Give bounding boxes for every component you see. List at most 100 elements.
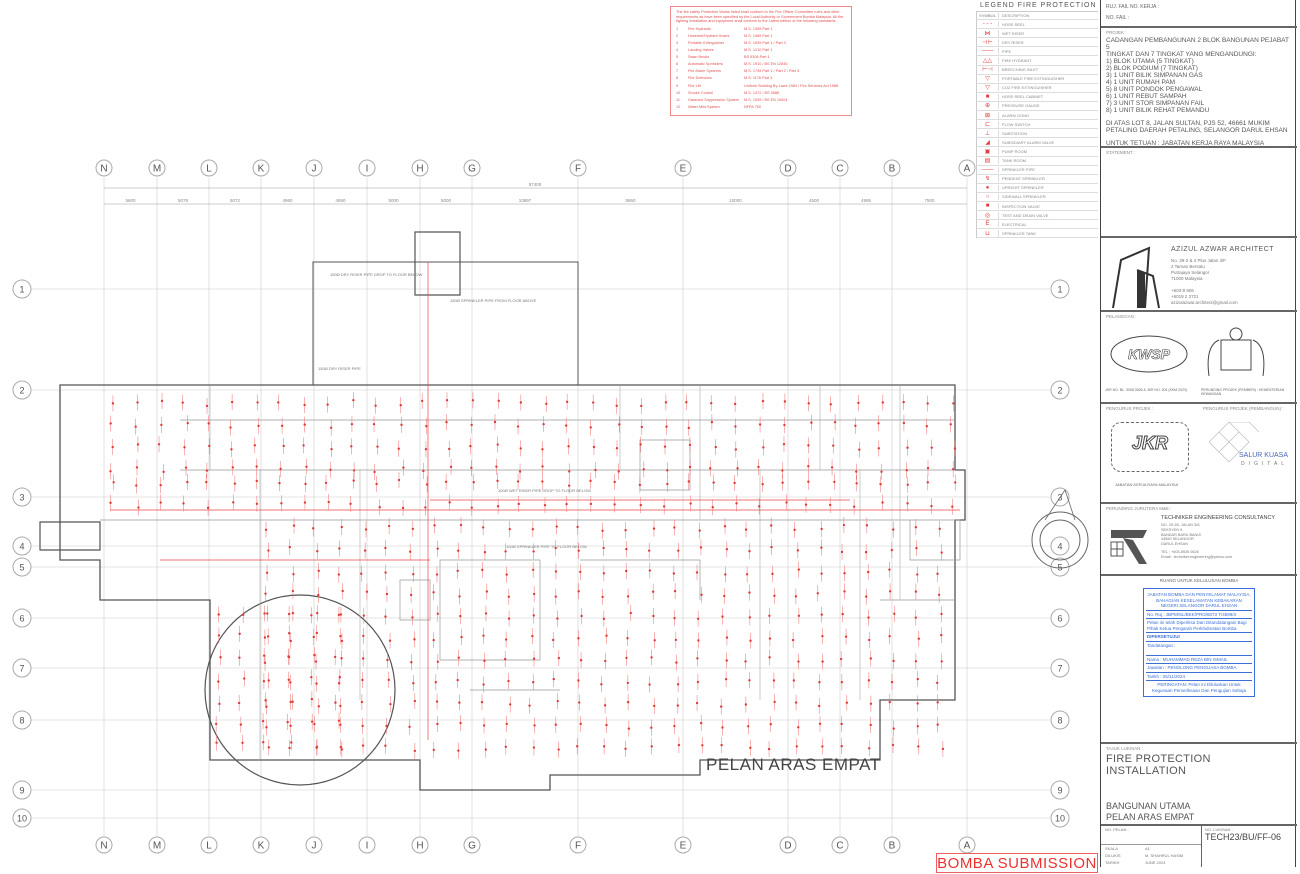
sprinkler-head (385, 724, 388, 728)
sprinkler-head (329, 468, 332, 472)
sprinkler-head (266, 612, 269, 615)
sprinkler-head (397, 478, 401, 482)
sprinkler-head (816, 592, 820, 595)
statement-section: STATEMENT : (1101, 148, 1297, 238)
sprinkler-head (807, 464, 810, 468)
project-line: 4) 1 UNIT RUMAH PAM (1106, 79, 1176, 86)
sprinkler-head (565, 502, 568, 506)
grid-bubble (12, 658, 32, 678)
sprinkler-head (205, 404, 209, 408)
sprinkler-head (280, 424, 284, 428)
sprinkler-head (456, 569, 459, 573)
grid-label-row: 1 (1057, 285, 1062, 295)
sprinkler-head (699, 721, 703, 725)
sprinkler-head (785, 501, 788, 504)
sprinkler-head (714, 445, 717, 449)
sprinkler-head (804, 503, 808, 506)
sprinkler-head (302, 444, 305, 447)
sprinkler-head (315, 746, 318, 749)
sprinkler-head (286, 720, 289, 724)
sprinkler-head (157, 443, 161, 446)
sprinkler-head (792, 679, 796, 682)
sprinkler-head (352, 398, 355, 402)
sprinkler-head (672, 572, 676, 575)
sprinkler-head (685, 401, 688, 404)
sprinkler-head (460, 635, 463, 639)
sprinkler-head (135, 466, 139, 469)
sprinkler-head (624, 569, 628, 573)
sprinkler-head (531, 528, 535, 531)
sprinkler-head (424, 506, 427, 509)
sprinkler-head (745, 573, 749, 576)
sprinkler-head (556, 699, 559, 703)
sprinkler-head (926, 481, 930, 484)
sprinkler-head (699, 546, 703, 549)
legend-item: ▣PUMP ROOM (976, 147, 1098, 157)
sprinkler-head (952, 402, 955, 405)
sprinkler-head (696, 617, 700, 620)
sprinkler-head (329, 426, 333, 430)
sprinkler-head (206, 506, 210, 510)
dimension-value: 7500 (924, 198, 935, 203)
sprinkler-head (432, 638, 435, 642)
legend-description: TEST AND DRAIN VALVE (1002, 212, 1049, 218)
sprinkler-head (411, 616, 414, 619)
sprinkler-head (579, 722, 582, 726)
grid-label-column: I (366, 841, 369, 852)
grid-label-column: E (680, 841, 687, 852)
sprinkler-head (340, 639, 344, 643)
grid-label-row: 10 (1055, 814, 1065, 824)
sprinkler-head (840, 744, 843, 748)
sprinkler-head (639, 503, 642, 507)
sprinkler-head (820, 613, 823, 616)
sprinkler-head (677, 743, 681, 747)
legend-description: CO2 FIRE EXTINGUISHER (1002, 85, 1052, 91)
sprinkler-head (532, 746, 536, 749)
engineer-section: PERUNDING JURUTERA M&E : TECHNIKER ENGIN… (1101, 504, 1297, 576)
sprinkler-head (698, 529, 701, 532)
legend-item: ——SPRINKLER PIPE (976, 165, 1098, 175)
sprinkler-head (160, 399, 164, 403)
sprinkler-head (362, 614, 366, 617)
stamp-approved: DIPERSETUJUI (1146, 633, 1252, 642)
sprinkler-head (481, 568, 484, 572)
note-name: Portable Extinguisher (688, 40, 725, 45)
sprinkler-head (287, 655, 290, 658)
legend-item: ●UPRIGHT SPRINKLER (976, 183, 1098, 193)
sprinkler-head (435, 573, 439, 576)
project-line: 6) 1 UNIT REBUT SAMPAH (1106, 93, 1187, 100)
scale-label: SKALA (1105, 846, 1118, 851)
architect-contact-line: +6019 2 3721 (1171, 294, 1199, 299)
file-ref-section: RUJ. FAIL NO. KERJA : NO. FAIL : (1101, 0, 1297, 28)
project-line: 5) 8 UNIT PONDOK PENGAWAL (1106, 86, 1203, 93)
sprinkler-head (282, 444, 285, 448)
sprinkler-head (880, 470, 883, 473)
architect-address-line: No. 39-2 & 4 Plus Jalan 3/F (1171, 258, 1227, 263)
sprinkler-head (855, 482, 858, 485)
sprinkler-head (262, 741, 265, 744)
note-name: Fire Hydrants (688, 26, 711, 31)
sprinkler-head (589, 479, 592, 483)
grid-bubble (305, 836, 323, 854)
sprinkler-head (578, 701, 581, 704)
dimension-value: 5000 (441, 198, 452, 203)
legend-description: SPRINKLER PIPE (1002, 167, 1035, 173)
sprinkler-head (793, 528, 796, 532)
sprinkler-head (914, 526, 918, 529)
legend-symbol-icon: ↯ (977, 175, 999, 183)
sprinkler-head (205, 480, 208, 484)
sprinkler-head (696, 680, 700, 684)
grid-bubble (358, 836, 376, 854)
sprinkler-head (531, 634, 534, 638)
sprinkler-head (602, 617, 606, 621)
sprinkler-head (818, 681, 821, 684)
sprinkler-head (624, 529, 627, 532)
sprinkler-head (291, 611, 295, 615)
legend-item: ⊠ALARM GONG (976, 111, 1098, 121)
sprinkler-head (601, 529, 604, 532)
